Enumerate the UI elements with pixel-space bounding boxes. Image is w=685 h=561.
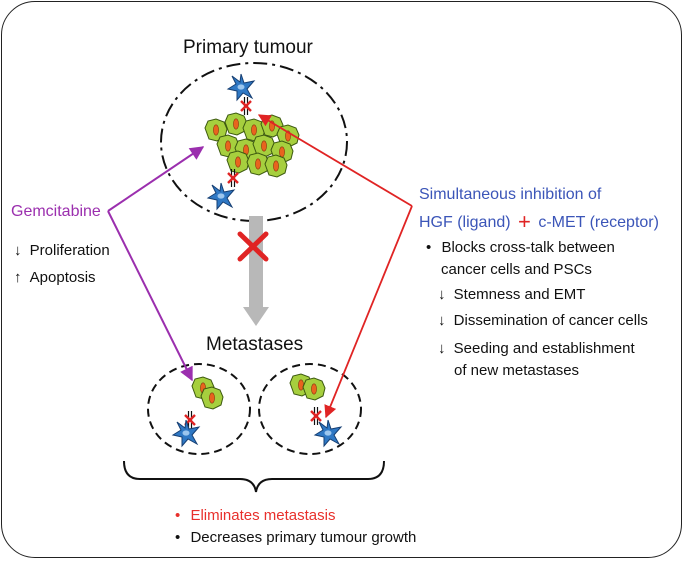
effect-text: Proliferation <box>29 242 110 259</box>
bullet-line-1: Blocks cross-talk between <box>441 239 615 256</box>
inhibition-targets: HGF (ligand) + c-MET (receptor) <box>419 209 659 234</box>
inhibition-bullet: • Blocks cross-talk between <box>426 240 615 255</box>
blocked-metastasis-x <box>237 231 269 262</box>
psc-cell-bottom <box>207 182 235 210</box>
gemcitabine-label: Gemcitabine <box>11 203 101 220</box>
inhibition-effect-seeding: ↓ Seeding and establishment <box>438 341 635 356</box>
ligand-label: HGF (ligand) <box>419 214 511 231</box>
psc-cell-top <box>227 73 255 101</box>
inhibition-title: Simultaneous inhibition of <box>419 186 602 203</box>
inhibition-effect-dissemination: ↓ Dissemination of cancer cells <box>438 313 648 328</box>
outcome-text: Eliminates metastasis <box>190 507 336 524</box>
gemcitabine-arrows <box>107 146 205 382</box>
effect-text: Seeding and establishment <box>453 340 635 357</box>
outcome-text: Decreases primary tumour growth <box>190 529 417 546</box>
outcome-decreases: • Decreases primary tumour growth <box>175 530 416 545</box>
metastases-title: Metastases <box>206 334 304 355</box>
bullet-dot: • <box>175 529 181 546</box>
bullet-dot: • <box>426 239 432 256</box>
inhibition-effect-seeding-line2: of new metastases <box>454 362 580 379</box>
up-arrow-icon: ↑ <box>14 269 22 286</box>
inhibition-effect-stemness: ↓ Stemness and EMT <box>438 287 585 302</box>
down-arrow-icon: ↓ <box>438 286 446 303</box>
blocked-interaction-top <box>239 95 253 117</box>
down-arrow-icon: ↓ <box>14 242 22 259</box>
psc-cell-met-right <box>314 419 342 447</box>
metastasis-circle-right <box>258 363 362 455</box>
effect-text: Stemness and EMT <box>453 286 586 303</box>
gemcitabine-effect-apoptosis: ↑ Apoptosis <box>14 270 96 285</box>
down-arrow-icon: ↓ <box>438 340 446 357</box>
bullet-line-2: cancer cells and PSCs <box>441 261 592 278</box>
metastasis-circle-left <box>147 363 251 455</box>
primary-tumour-title: Primary tumour <box>183 37 313 58</box>
metastasis-cells-right <box>289 373 326 401</box>
outcome-eliminates: • Eliminates metastasis <box>175 508 336 523</box>
outcome-brace <box>123 460 385 493</box>
primary-tumour-cells <box>204 112 300 178</box>
effect-text: Apoptosis <box>29 269 96 286</box>
bullet-dot: • <box>175 507 181 524</box>
receptor-label: c-MET (receptor) <box>538 214 659 231</box>
gemcitabine-effect-proliferation: ↓ Proliferation <box>14 243 110 258</box>
down-arrow-icon: ↓ <box>438 312 446 329</box>
effect-text: Dissemination of cancer cells <box>453 312 648 329</box>
plus-sign: + <box>518 209 531 234</box>
inhibition-arrows <box>257 114 413 419</box>
metastasis-cells-left <box>191 376 224 410</box>
